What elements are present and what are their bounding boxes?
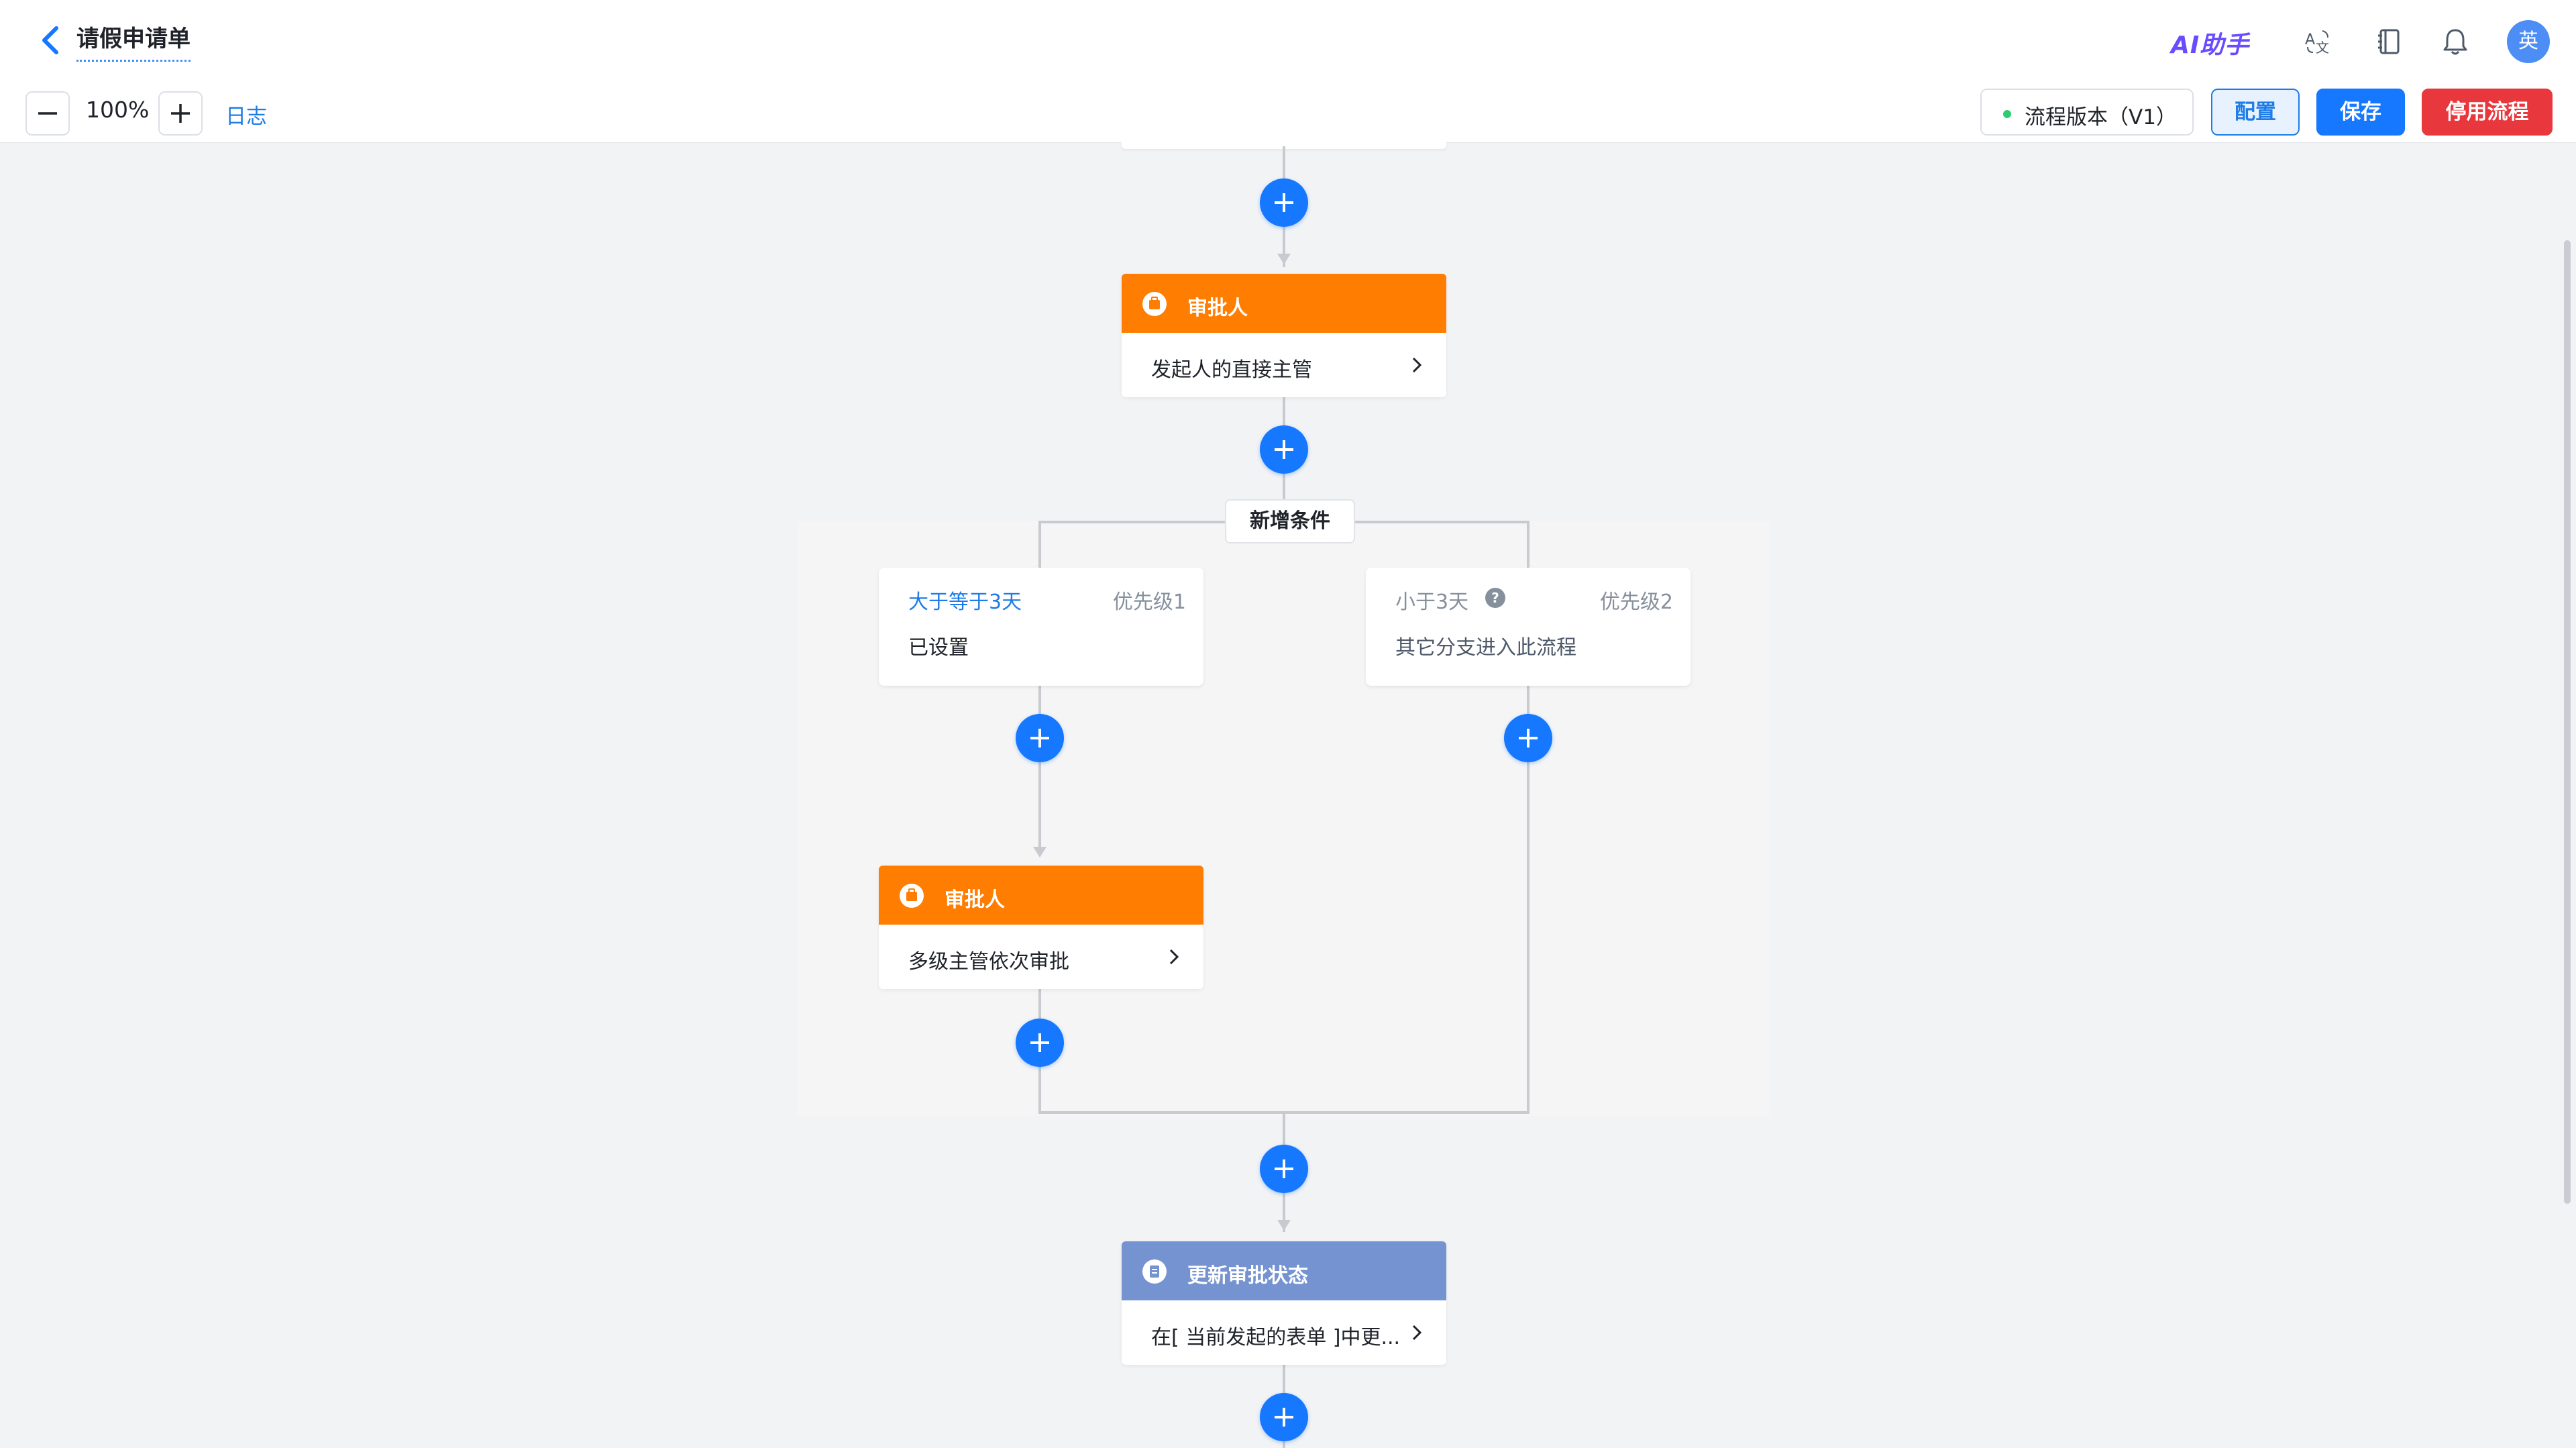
- add-node-button[interactable]: [1260, 1145, 1308, 1193]
- plus-icon: [1030, 729, 1049, 747]
- connector-arrow: [1277, 1220, 1291, 1231]
- approver-node-header: 审批人: [1122, 274, 1446, 333]
- zoom-out-button[interactable]: [25, 91, 70, 136]
- plus-icon: [1275, 193, 1293, 212]
- connector-line: [1527, 521, 1529, 569]
- connector-arrow: [1033, 847, 1046, 858]
- update-node-title: 更新审批状态: [1187, 1264, 1308, 1288]
- chevron-right-icon: [1412, 357, 1422, 373]
- approver-node-body: 发起人的直接主管: [1122, 333, 1446, 397]
- approver-node-desc: 多级主管依次审批: [908, 950, 1069, 974]
- condition-priority: 优先级1: [1112, 590, 1186, 614]
- scrollbar[interactable]: [2564, 240, 2571, 1204]
- version-selector[interactable]: 流程版本（V1）: [1980, 89, 2194, 136]
- save-button[interactable]: 保存: [2316, 89, 2405, 136]
- stop-flow-button[interactable]: 停用流程: [2422, 89, 2553, 136]
- condition-card-1[interactable]: 大于等于3天 优先级1 已设置: [879, 568, 1203, 686]
- condition-title: 大于等于3天: [908, 590, 1022, 614]
- update-status-node[interactable]: 更新审批状态 在[ 当前发起的表单 ]中更...: [1122, 1241, 1446, 1365]
- add-node-button[interactable]: [1260, 1393, 1308, 1441]
- log-link[interactable]: 日志: [225, 105, 267, 129]
- app-header: 请假申请单 AI助手 A 文 英: [0, 0, 2576, 81]
- connector-line: [1527, 683, 1529, 1114]
- version-status-dot: [2003, 110, 2011, 118]
- document-icon: [1142, 1259, 1167, 1284]
- approver-node-desc: 发起人的直接主管: [1151, 358, 1312, 382]
- update-node-header: 更新审批状态: [1122, 1241, 1446, 1300]
- plus-icon: [1275, 440, 1293, 459]
- page-title[interactable]: 请假申请单: [76, 20, 191, 62]
- add-node-button[interactable]: [1260, 178, 1308, 227]
- add-condition-button[interactable]: 新增条件: [1225, 499, 1355, 544]
- zoom-level: 100%: [86, 97, 150, 123]
- back-icon[interactable]: [38, 23, 64, 58]
- update-node-body: 在[ 当前发起的表单 ]中更...: [1122, 1300, 1446, 1365]
- svg-text:?: ?: [1491, 590, 1499, 606]
- minus-icon: [38, 112, 57, 115]
- avatar[interactable]: 英: [2507, 20, 2550, 63]
- zoom-in-button[interactable]: [158, 91, 203, 136]
- connector-arrow: [1277, 254, 1291, 264]
- plus-icon: [171, 104, 190, 123]
- approver-node-header: 审批人: [879, 866, 1203, 925]
- approver-node[interactable]: 审批人 发起人的直接主管: [1122, 274, 1446, 397]
- approver-node[interactable]: 审批人 多级主管依次审批: [879, 866, 1203, 989]
- add-node-button[interactable]: [1504, 714, 1552, 762]
- plus-icon: [1275, 1159, 1293, 1178]
- approver-node-body: 多级主管依次审批: [879, 925, 1203, 989]
- condition-desc: 已设置: [908, 636, 969, 660]
- add-node-button[interactable]: [1260, 425, 1308, 474]
- approver-icon: [900, 884, 924, 908]
- help-icon[interactable]: ?: [1484, 586, 1507, 609]
- chevron-right-icon: [1412, 1325, 1422, 1341]
- approver-node-title: 审批人: [945, 888, 1005, 912]
- bell-icon[interactable]: [2440, 27, 2470, 56]
- notebook-icon[interactable]: [2375, 27, 2404, 56]
- add-node-button[interactable]: [1016, 1019, 1064, 1067]
- condition-title: 小于3天: [1395, 590, 1469, 614]
- plus-icon: [1275, 1408, 1293, 1427]
- approver-icon: [1142, 292, 1167, 316]
- plus-icon: [1519, 729, 1538, 747]
- chevron-right-icon: [1169, 949, 1179, 965]
- svg-text:文: 文: [2316, 40, 2329, 56]
- connector-line: [1038, 683, 1041, 854]
- update-node-desc: 在[ 当前发起的表单 ]中更...: [1151, 1326, 1401, 1349]
- version-label: 流程版本（V1）: [2025, 105, 2177, 130]
- approver-node-title: 审批人: [1187, 297, 1248, 320]
- translate-icon[interactable]: A 文: [2304, 27, 2333, 56]
- previous-node[interactable]: [1122, 142, 1446, 149]
- ai-assistant-button[interactable]: AI助手: [2171, 32, 2250, 59]
- condition-priority: 优先级2: [1599, 590, 1673, 614]
- svg-text:A: A: [2305, 32, 2315, 48]
- condition-card-2[interactable]: 小于3天 ? 优先级2 其它分支进入此流程: [1366, 568, 1690, 686]
- add-node-button[interactable]: [1016, 714, 1064, 762]
- plus-icon: [1030, 1033, 1049, 1052]
- condition-desc: 其它分支进入此流程: [1395, 636, 1576, 660]
- config-button[interactable]: 配置: [2211, 89, 2300, 136]
- connector-line: [1038, 521, 1041, 569]
